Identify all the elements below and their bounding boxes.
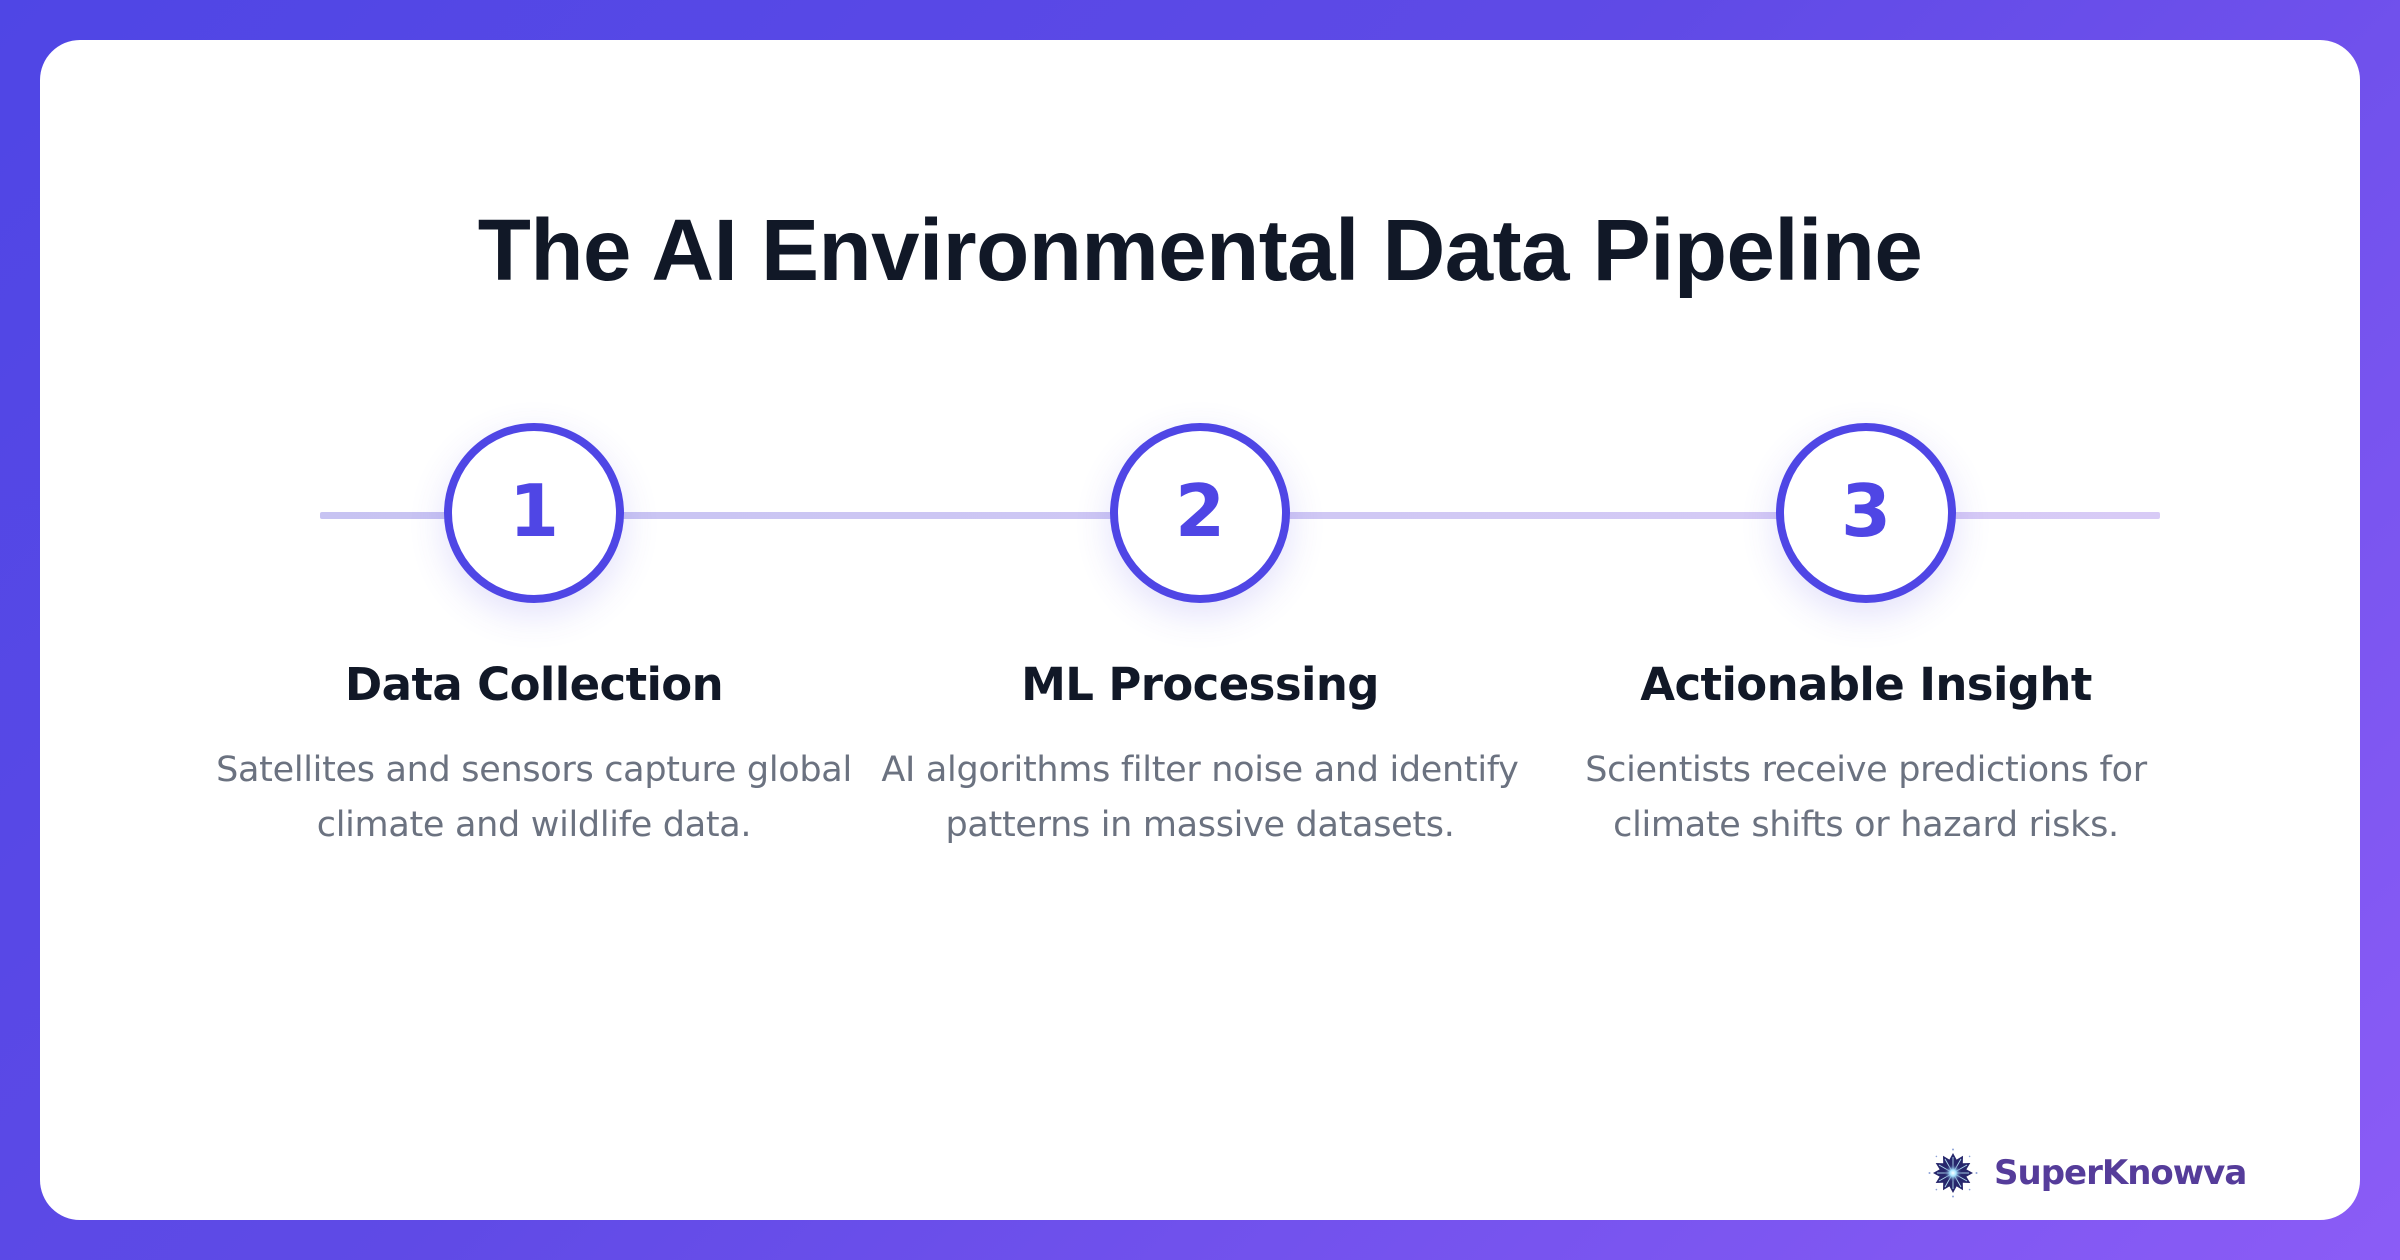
step-number-badge: 2: [1110, 423, 1290, 603]
step-description-line: Satellites and sensors capture global: [216, 750, 852, 790]
step-description-line: climate shifts or hazard risks.: [1613, 805, 2119, 845]
step-description-line: patterns in massive datasets.: [945, 805, 1455, 845]
step-number: 3: [1840, 469, 1892, 553]
page-title: The AI Environmental Data Pipeline: [477, 202, 1923, 299]
step-number-badge: 3: [1776, 423, 1956, 603]
step-title: Data Collection: [344, 658, 724, 711]
brand-logo: SuperKnowva: [1928, 1148, 2247, 1198]
step-title: Actionable Insight: [1640, 658, 2092, 711]
step-description: Scientists receive predictions for clima…: [1546, 743, 2186, 853]
step-number-badge: 1: [444, 423, 624, 603]
step-description-line: climate and wildlife data.: [316, 805, 752, 845]
step-title: ML Processing: [1021, 658, 1379, 711]
step-number: 2: [1174, 469, 1226, 553]
brand-name: SuperKnowva: [1994, 1153, 2247, 1193]
slide-card: The AI Environmental Data Pipeline 1 Dat…: [40, 40, 2360, 1220]
starburst-logo-icon: [1928, 1148, 1978, 1198]
step-description-line: Scientists receive predictions for: [1585, 750, 2147, 790]
step-description: AI algorithms filter noise and identify …: [880, 743, 1520, 853]
step-description: Satellites and sensors capture global cl…: [214, 743, 854, 853]
step-number: 1: [508, 469, 560, 553]
step-description-line: AI algorithms filter noise and identify: [881, 750, 1519, 790]
